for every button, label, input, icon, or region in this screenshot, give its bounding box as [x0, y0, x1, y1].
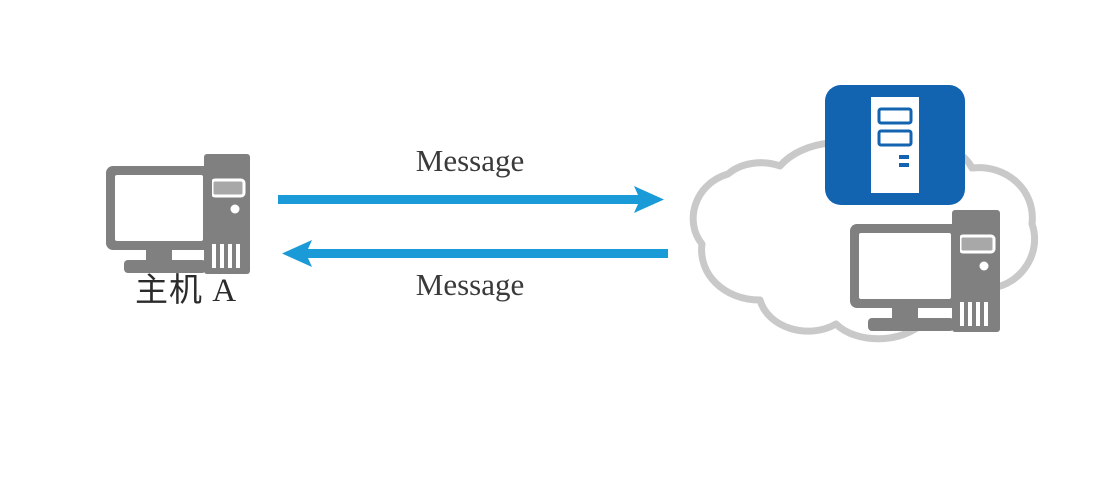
message-label-outbound: Message	[415, 143, 525, 178]
message-arrow-right-icon	[278, 184, 668, 216]
host-a-label: 主机 A	[134, 273, 238, 309]
message-arrow-left-icon	[270, 238, 668, 270]
message-label-inbound: Message	[415, 267, 525, 302]
host-a-computer-icon	[104, 152, 256, 280]
cloud-server-icon	[823, 83, 967, 207]
cloud-computer-icon	[848, 208, 1006, 336]
